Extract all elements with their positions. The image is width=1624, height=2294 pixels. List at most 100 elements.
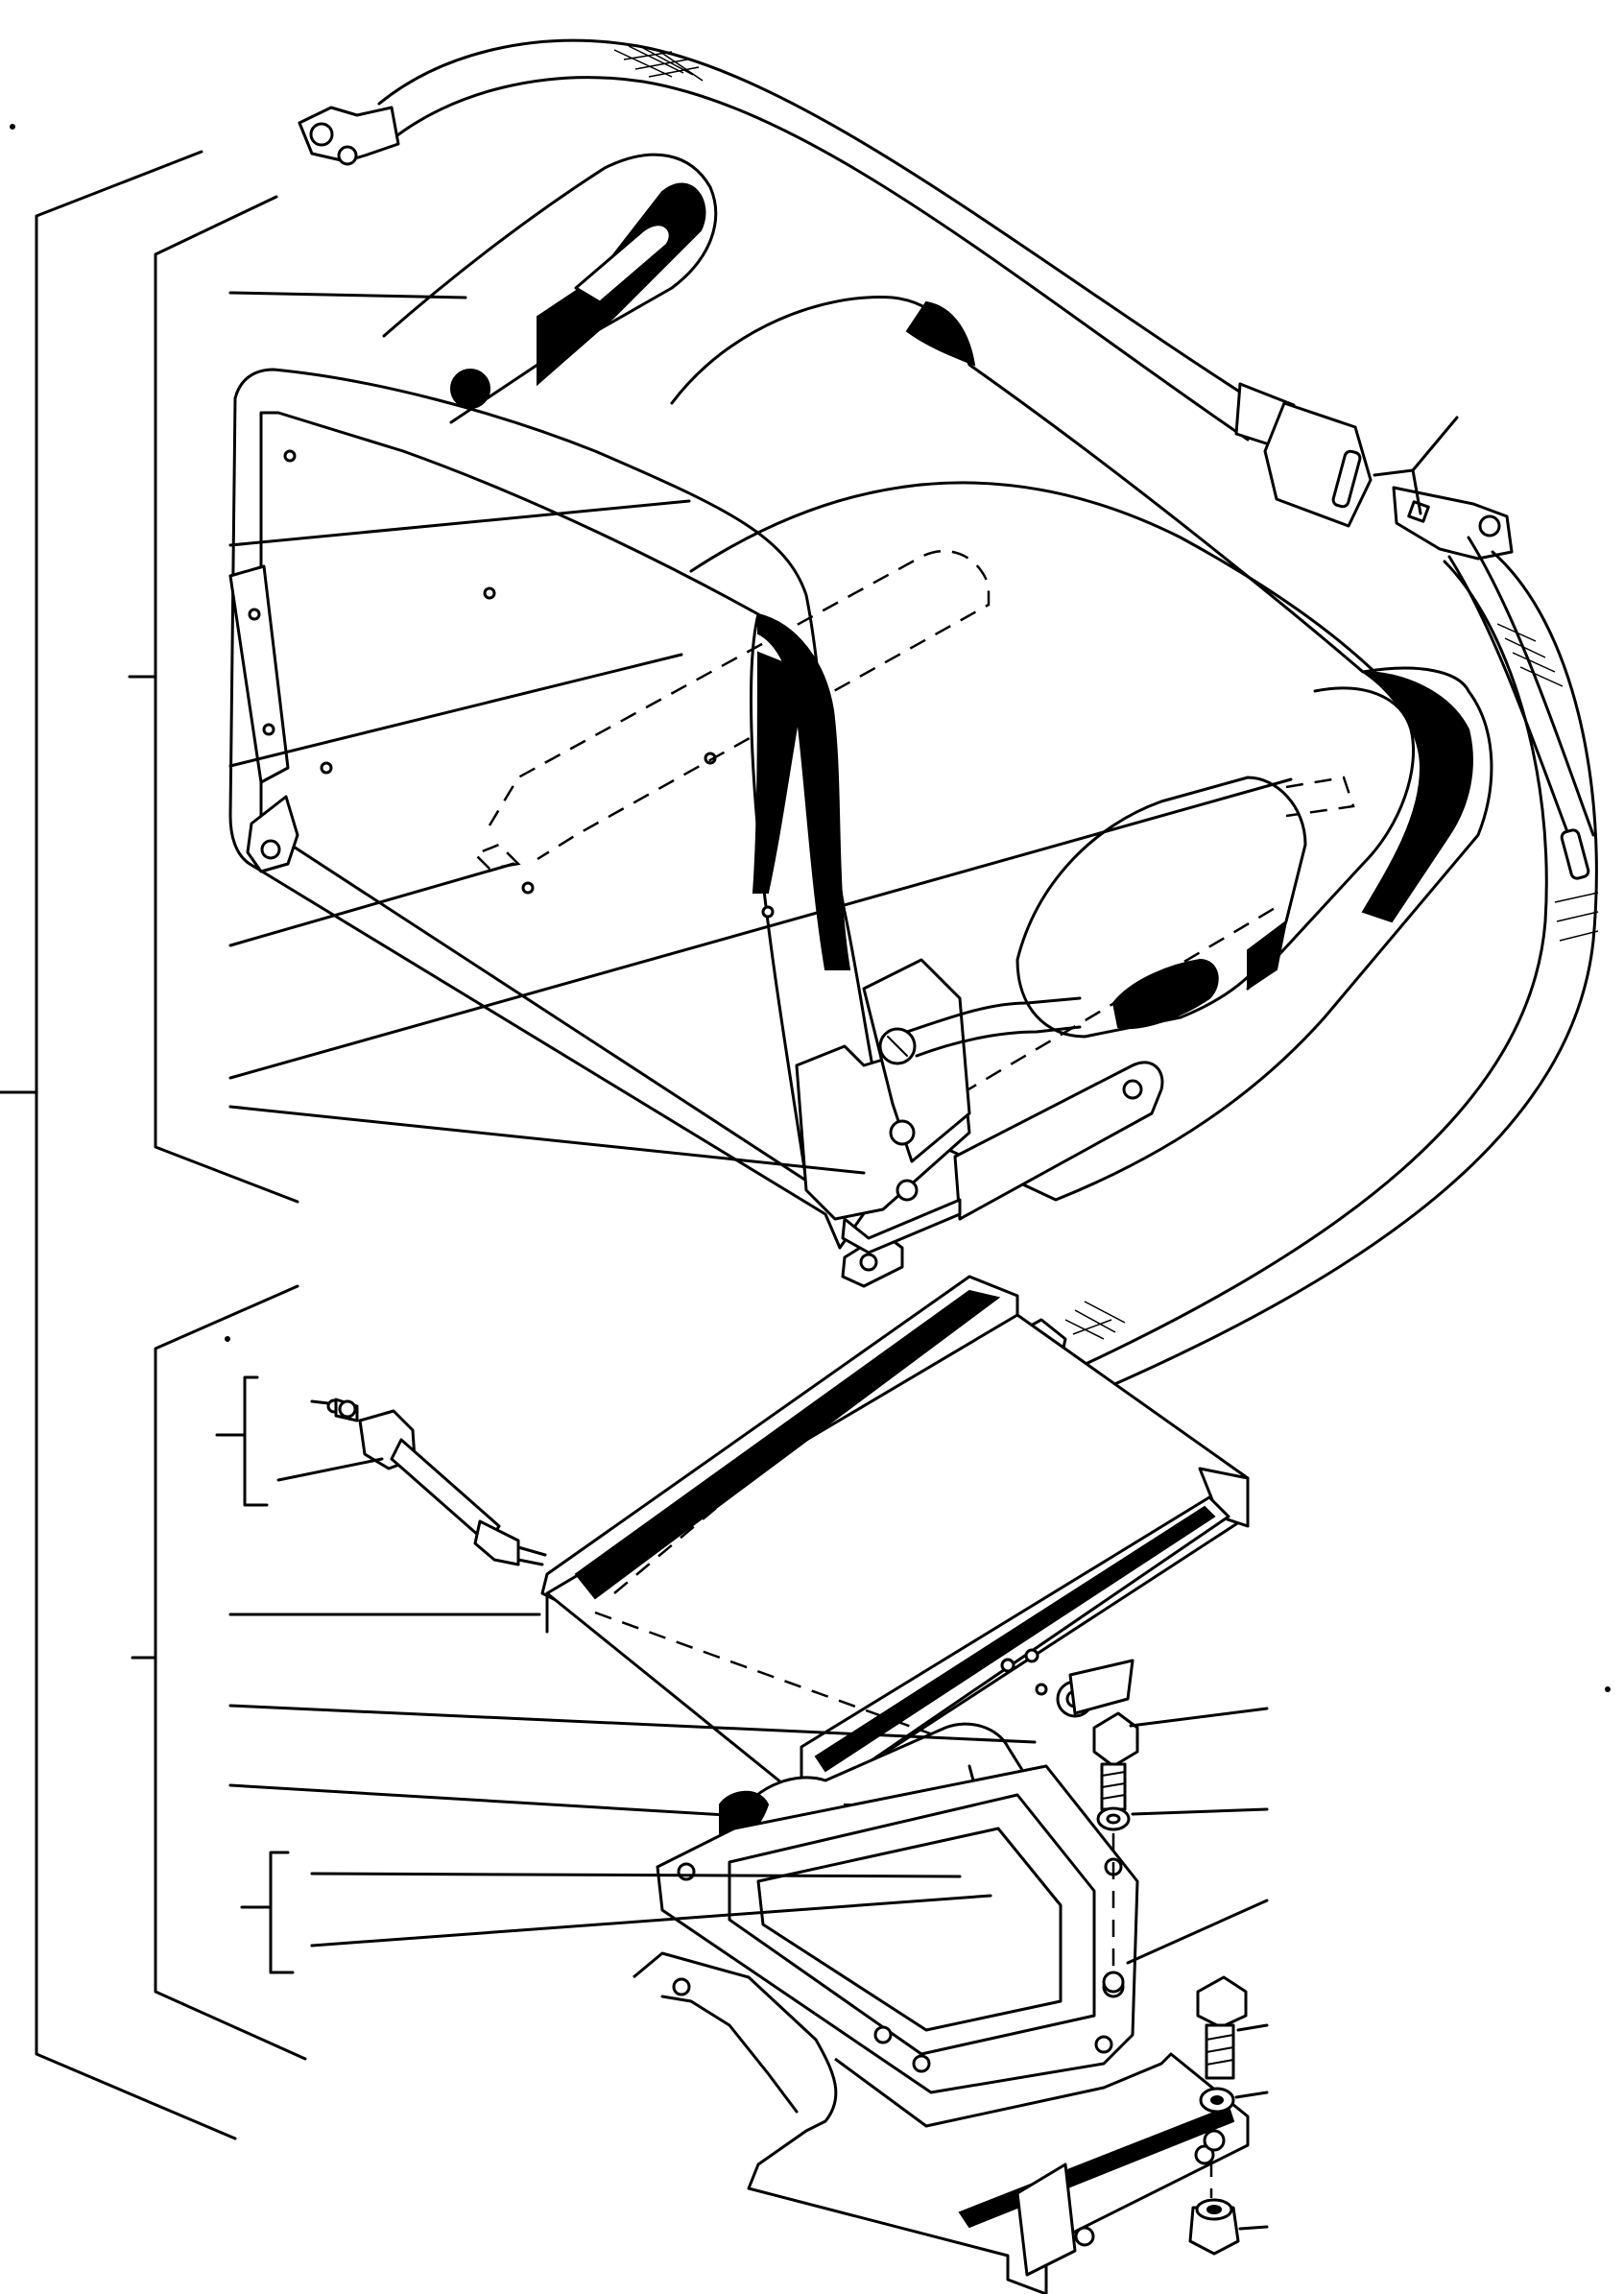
hex-bolt-upper-head: [1092, 1711, 1139, 1768]
belt-strap-edge-inner: [387, 76, 1250, 442]
base-group-bracket: [154, 1284, 307, 2061]
hinge-hole-2: [262, 723, 275, 736]
seat-lower-tab-hole: [859, 1253, 878, 1272]
adjuster-thread: [516, 1545, 547, 1566]
armrest-slot: [1111, 958, 1219, 1029]
pivot-subgroup-bracket: [269, 1851, 295, 1974]
adjuster-end-washer: [338, 1399, 357, 1419]
lower-pivot-hole: [896, 1179, 919, 1202]
leader-frame-rod: [228, 777, 1293, 1080]
base-plate-hole-3: [912, 2054, 931, 2073]
floor-bracket-foot: [1015, 2163, 1077, 2277]
belt-strap-edge-outer: [377, 38, 1259, 405]
assembly-group-brackets: [0, 150, 307, 2140]
hex-bolt-lower-head: [1196, 1975, 1248, 2029]
slide-rail-left-shadow: [574, 1289, 1001, 1600]
back-panel-screw-1: [283, 449, 297, 463]
hex-bolt-upper-thread: [1101, 1771, 1126, 1800]
pivot-hinge-plate: [862, 958, 971, 1163]
cushion-front-roll: [1246, 686, 1416, 991]
seat-back-inner-shadow: [752, 651, 808, 894]
buckle-cable-inner: [1447, 555, 1574, 847]
hinge-hole-1: [248, 608, 261, 621]
leader-slide-rail-right: [228, 1704, 1037, 1744]
leader-hex-bolt-upper: [1129, 1707, 1269, 1728]
leader-seat-cushion: [228, 499, 691, 547]
leader-adjuster-end: [310, 1399, 330, 1405]
swing-arm-hole: [1122, 1079, 1143, 1100]
leader-hex-bolt-lower: [1236, 2023, 1269, 2032]
recline-rod-upper: [905, 996, 1082, 1034]
back-hinge-bracket: [228, 564, 290, 784]
recline-rod-lower: [915, 1025, 1082, 1058]
buckle-cable-end: [1560, 828, 1590, 880]
cushion-front-seam: [689, 481, 1413, 712]
pivot-bolt-slot: [887, 1036, 908, 1057]
seat-side-bracket-assembly: [795, 958, 1164, 1288]
washer-lower-hole: [1210, 2095, 1224, 2105]
buckle-plate-square-hole: [1407, 500, 1430, 523]
pedestal-top-bracket: [1068, 1659, 1134, 1715]
belt-anchor-plate-upper: [298, 106, 400, 163]
swing-arm: [953, 1061, 1164, 1221]
base-plate-recess: [728, 1793, 1096, 2056]
back-panel-screw-2: [483, 586, 496, 600]
buckle-plate-hole: [1478, 514, 1501, 538]
seat-group-bracket: [154, 195, 299, 1204]
back-panel-screw-6: [521, 881, 535, 895]
swivel-base-assembly: [633, 1659, 1250, 2294]
rail-hole-2: [1024, 1648, 1039, 1663]
leader-base-plate: [1126, 1899, 1269, 1965]
speck-3: [1605, 1686, 1611, 1692]
hidden-slide-path: [594, 1295, 970, 1739]
floor-bracket-hole-3: [1074, 2226, 1095, 2247]
hidden-frame-front: [911, 905, 1278, 1125]
seat-belt-upper-strap: [298, 38, 1373, 528]
outer-group-bracket: [35, 150, 237, 2140]
floor-bracket-inner-left: [660, 1995, 799, 2114]
leader-washer-lower: [1234, 2091, 1269, 2099]
cushion-right-roll-shadow: [1359, 670, 1473, 923]
leader-pivot-nut: [310, 1894, 992, 1948]
anchor-bolt-upper: [309, 122, 334, 147]
armrest-end-shadow: [1247, 919, 1288, 991]
seat-bottom-rail: [841, 1198, 962, 1255]
adjuster-bolt-assembly: [326, 1398, 547, 1566]
leader-pivot-washer: [310, 1872, 962, 1878]
leader-seat-back-panel: [228, 653, 683, 768]
leader-backrest-top-roll: [228, 291, 467, 299]
rail-hole-3: [1035, 1683, 1048, 1696]
pivot-hole: [889, 1119, 916, 1146]
leader-pedestal: [228, 1783, 760, 1819]
backrest-button-left: [450, 369, 490, 409]
anchor-nut-upper: [337, 145, 358, 166]
belt-webbing-hatch: [613, 45, 704, 82]
base-plate-hole-4: [1094, 2035, 1113, 2054]
backrest-roll-highlight: [574, 223, 672, 304]
upper-bolt-target-hole: [1102, 1971, 1125, 1994]
floor-bracket-hole-5: [1194, 2144, 1215, 2165]
belt-long-strap-outer: [1044, 560, 1548, 1384]
slide-rail-right-shadow: [814, 1505, 1216, 1773]
belt-long-strap-inner: [1073, 550, 1598, 1403]
back-panel-screw-5: [320, 761, 333, 775]
leader-buckle-tongue: [1373, 416, 1459, 477]
back-panel-screw-4: [761, 905, 775, 919]
cushion-corner-shadow: [905, 300, 976, 367]
scan-specks: [10, 124, 1611, 1692]
speck-1: [10, 124, 15, 130]
leader-buckle-plate: [1411, 468, 1422, 515]
washer-upper-hole: [1106, 1813, 1121, 1825]
floor-bracket-outline: [633, 1951, 1250, 2294]
leader-hidden-clip: [228, 862, 515, 947]
seat-upholstery: [228, 153, 1493, 1250]
lower-strap-webbing-hatch: [1064, 1301, 1126, 1340]
leader-side-bracket: [228, 1105, 866, 1175]
leader-washer-upper: [1131, 1807, 1269, 1816]
leader-adjuster-knob: [276, 1457, 384, 1482]
base-plate-inner-recess: [756, 1827, 1063, 2032]
hidden-frame-bar: [488, 549, 991, 861]
fasteners: [1092, 1711, 1248, 2256]
